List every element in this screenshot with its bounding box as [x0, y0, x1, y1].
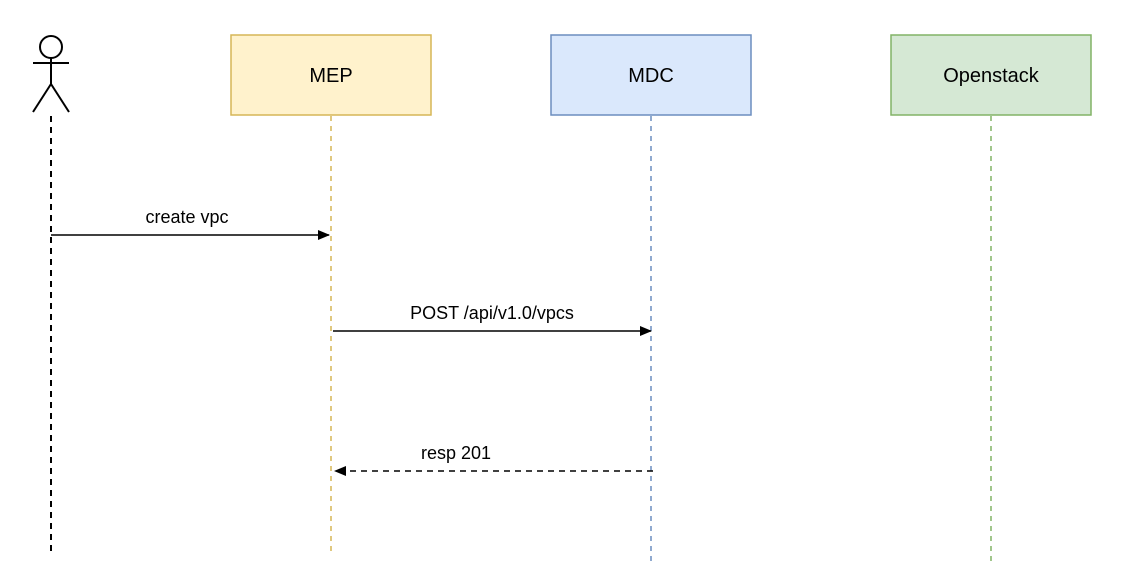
- message-label-post-vpcs: POST /api/v1.0/vpcs: [410, 303, 574, 323]
- participant-box-openstack[interactable]: [890, 34, 1092, 116]
- participant-mdc[interactable]: MDC: [550, 34, 752, 116]
- actor-right-leg: [50, 83, 70, 113]
- participant-openstack[interactable]: Openstack: [890, 34, 1092, 116]
- actor-left-leg: [32, 83, 52, 113]
- message-post-vpcs[interactable]: POST /api/v1.0/vpcs: [333, 303, 652, 336]
- message-label-create-vpc: create vpc: [145, 207, 228, 227]
- participant-box-mep[interactable]: [230, 34, 432, 116]
- participant-label-openstack: Openstack: [943, 65, 1040, 87]
- message-resp-201[interactable]: resp 201: [334, 443, 653, 476]
- participant-box-mdc[interactable]: [550, 34, 752, 116]
- message-label-resp-201: resp 201: [421, 443, 491, 463]
- participant-label-mep: MEP: [309, 65, 352, 87]
- actor-head: [39, 35, 63, 59]
- actor-figure: [32, 35, 70, 113]
- participant-mep[interactable]: MEP: [230, 34, 432, 116]
- participant-label-mdc: MDC: [628, 65, 674, 87]
- message-create-vpc[interactable]: create vpc: [51, 207, 330, 240]
